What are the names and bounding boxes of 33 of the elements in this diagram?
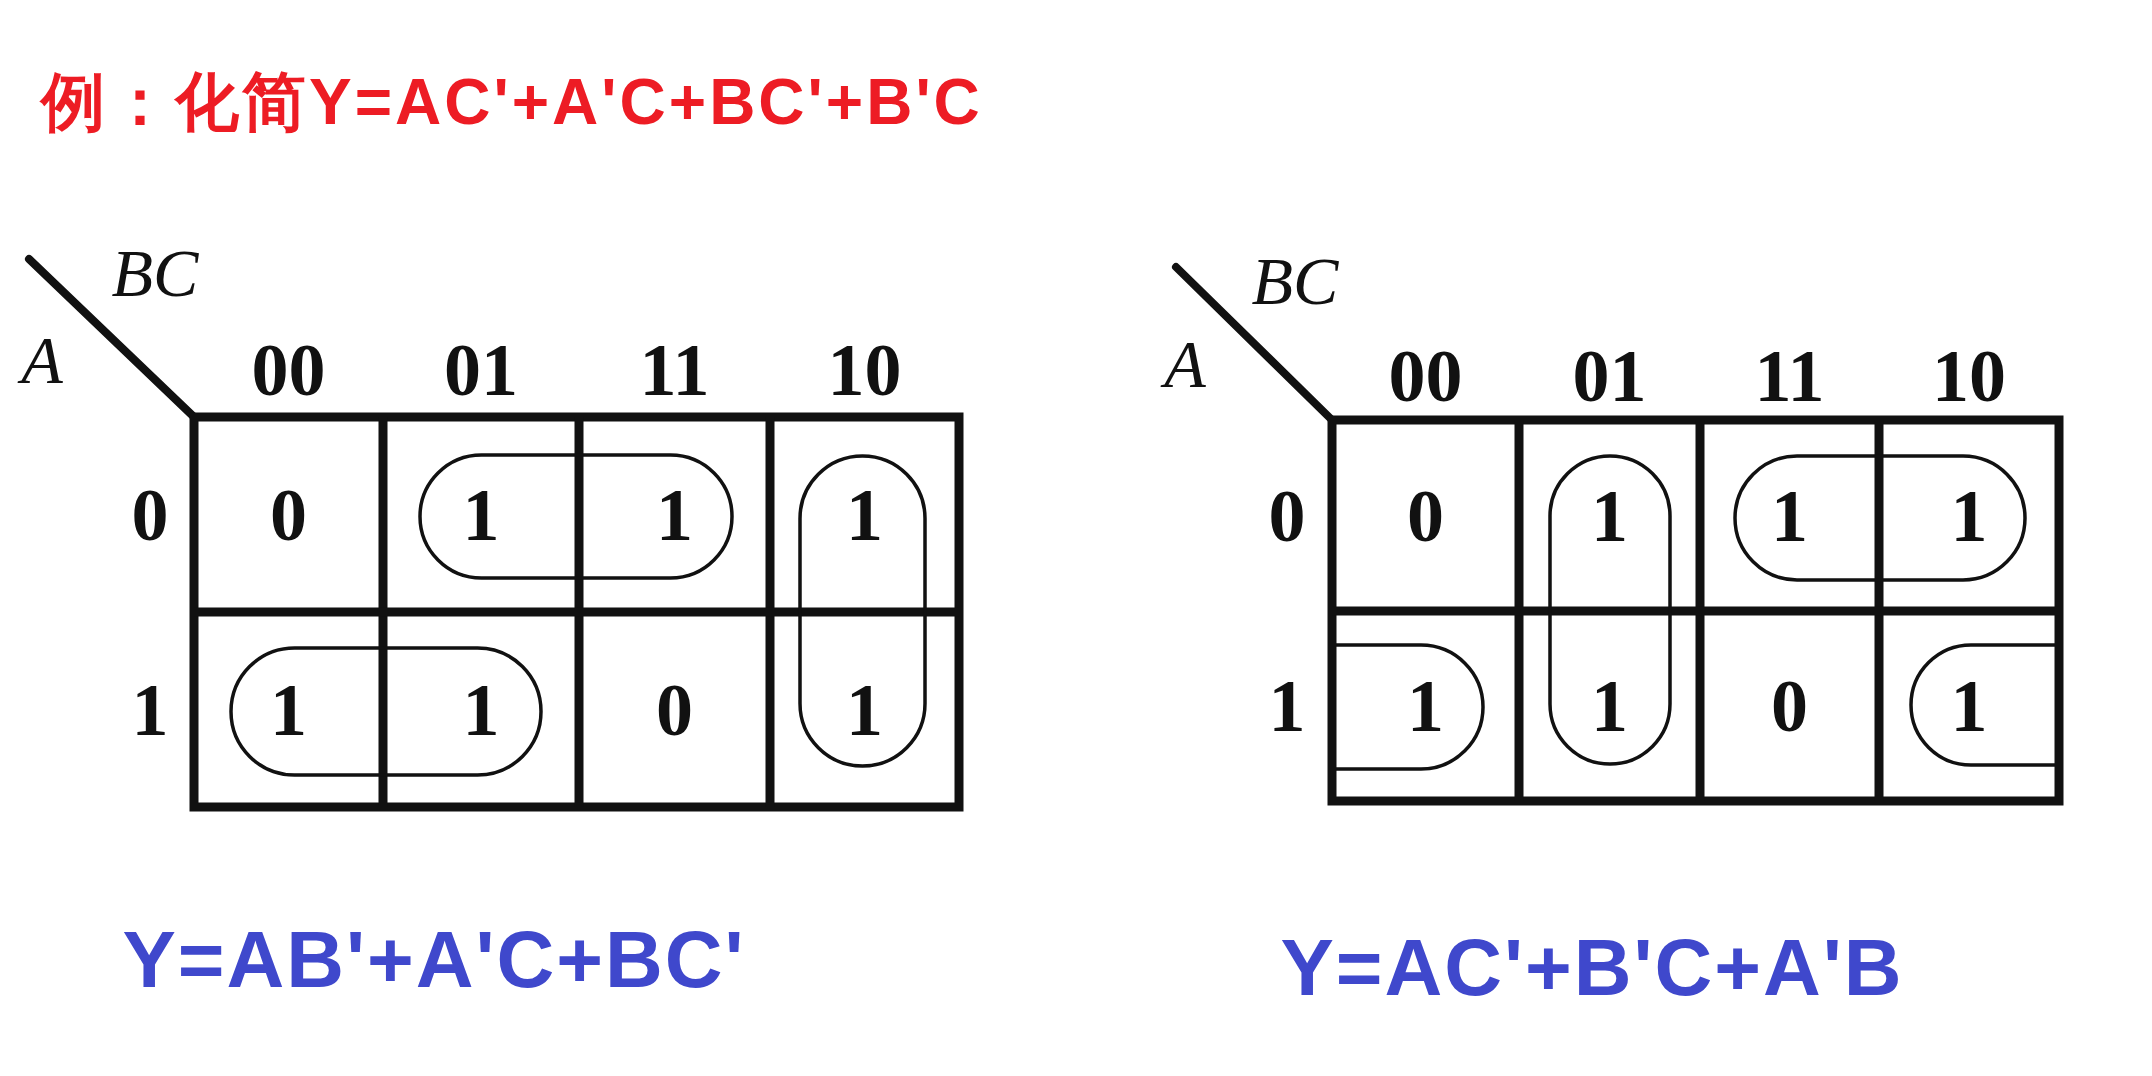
column-header: 11 (1754, 339, 1825, 413)
cell-value: 0 (270, 477, 307, 552)
cell-value: 0 (1407, 478, 1444, 553)
cell-value: 1 (1950, 478, 1988, 553)
cell-value: 0 (656, 672, 693, 747)
row-header: 0 (131, 477, 169, 552)
column-header: 01 (1572, 339, 1647, 413)
cell-value: 1 (846, 672, 883, 747)
equation: Y=AC'+B'C+A'B (1280, 928, 1904, 1008)
cell-value: 1 (1591, 478, 1628, 553)
cell-value: 1 (462, 477, 500, 552)
column-header: 01 (444, 333, 518, 407)
row-header: 1 (1268, 669, 1306, 743)
variable-label: BC (1251, 247, 1339, 315)
row-header: 1 (131, 672, 169, 747)
variable-label: BC (111, 239, 199, 307)
cell-value: 1 (1950, 669, 1988, 743)
cell-value: 1 (1407, 669, 1444, 743)
cell-value: 1 (656, 477, 693, 552)
column-header: 00 (1388, 339, 1463, 413)
cell-value: 1 (1591, 669, 1628, 743)
column-header: 10 (827, 333, 902, 407)
equation: Y=AB'+A'C+BC' (122, 920, 746, 1000)
cell-value: 1 (846, 477, 883, 552)
title: 例：化简Y=AC'+A'C+BC'+B'C (41, 70, 983, 134)
cell-value: 1 (270, 672, 307, 747)
column-header: 00 (251, 333, 326, 407)
row-header: 0 (1268, 478, 1306, 553)
column-header: 11 (639, 333, 710, 407)
column-header: 10 (1932, 339, 2006, 413)
cell-value: 0 (1771, 669, 1808, 743)
cell-value: 1 (462, 672, 500, 747)
cell-value: 1 (1771, 478, 1808, 553)
